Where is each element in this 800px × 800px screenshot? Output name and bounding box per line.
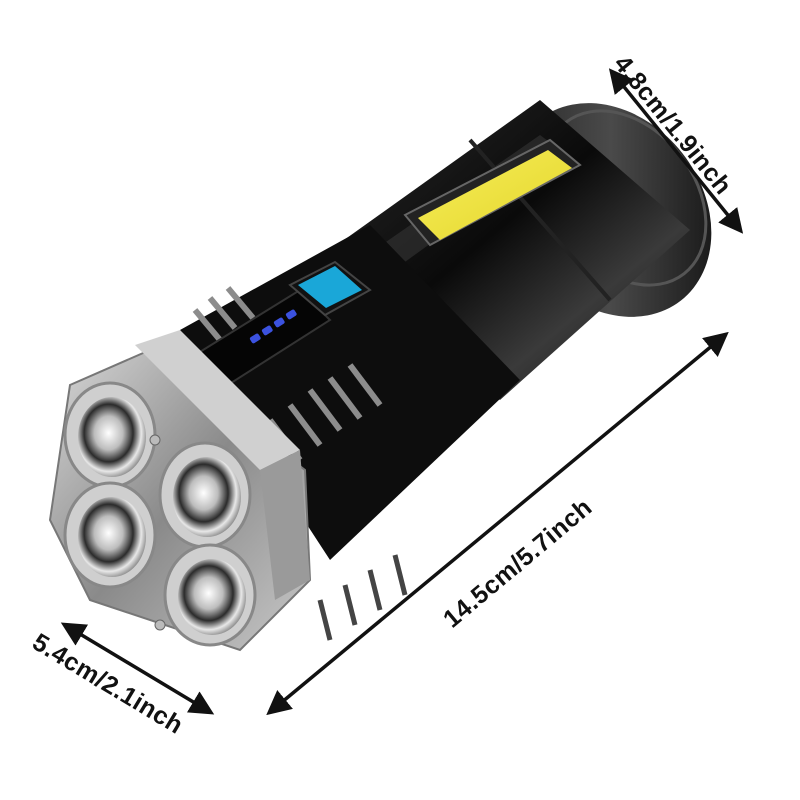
battery-indicator: [193, 288, 332, 392]
led-lens-2: [158, 441, 252, 549]
dimension-arrow-diameter: [608, 68, 744, 234]
power-button: [288, 260, 372, 317]
led-lenses: [63, 381, 257, 647]
dimension-arrow-head-width: [60, 622, 215, 715]
led-lens-3: [63, 481, 157, 589]
bottom-fins: [317, 554, 408, 641]
screw-icon: [149, 434, 161, 446]
led-lens-4: [163, 543, 257, 647]
dimension-arrow-length: [266, 331, 729, 716]
screw-icon: [154, 619, 166, 631]
cob-side-light: [403, 138, 582, 247]
led-lens-1: [63, 381, 157, 489]
